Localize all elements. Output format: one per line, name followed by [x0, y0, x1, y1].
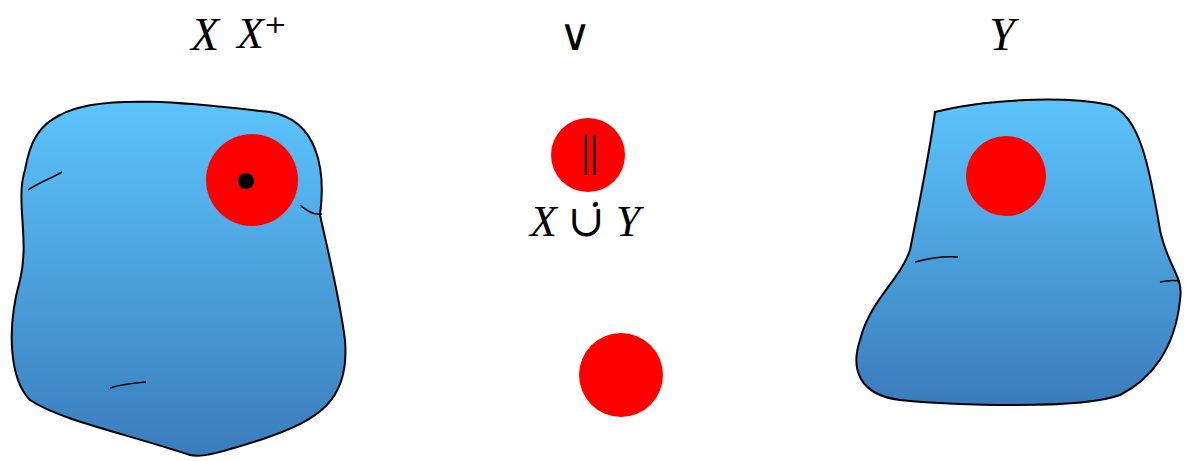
red-disk	[551, 118, 625, 192]
operator-symbol: ∨	[559, 14, 591, 58]
disjoint-union: X ∪̇ Y	[530, 200, 640, 244]
equals-symbol: ||	[581, 130, 599, 174]
blob-region: Y	[845, 5, 1183, 425]
blob-region: X	[5, 5, 350, 460]
blob-outline	[5, 5, 350, 460]
set-name: Y	[989, 12, 1015, 58]
red-disk	[579, 333, 663, 417]
set-name: X⁺	[237, 12, 287, 56]
blob-outline	[845, 5, 1183, 425]
set-name: X	[191, 12, 219, 58]
